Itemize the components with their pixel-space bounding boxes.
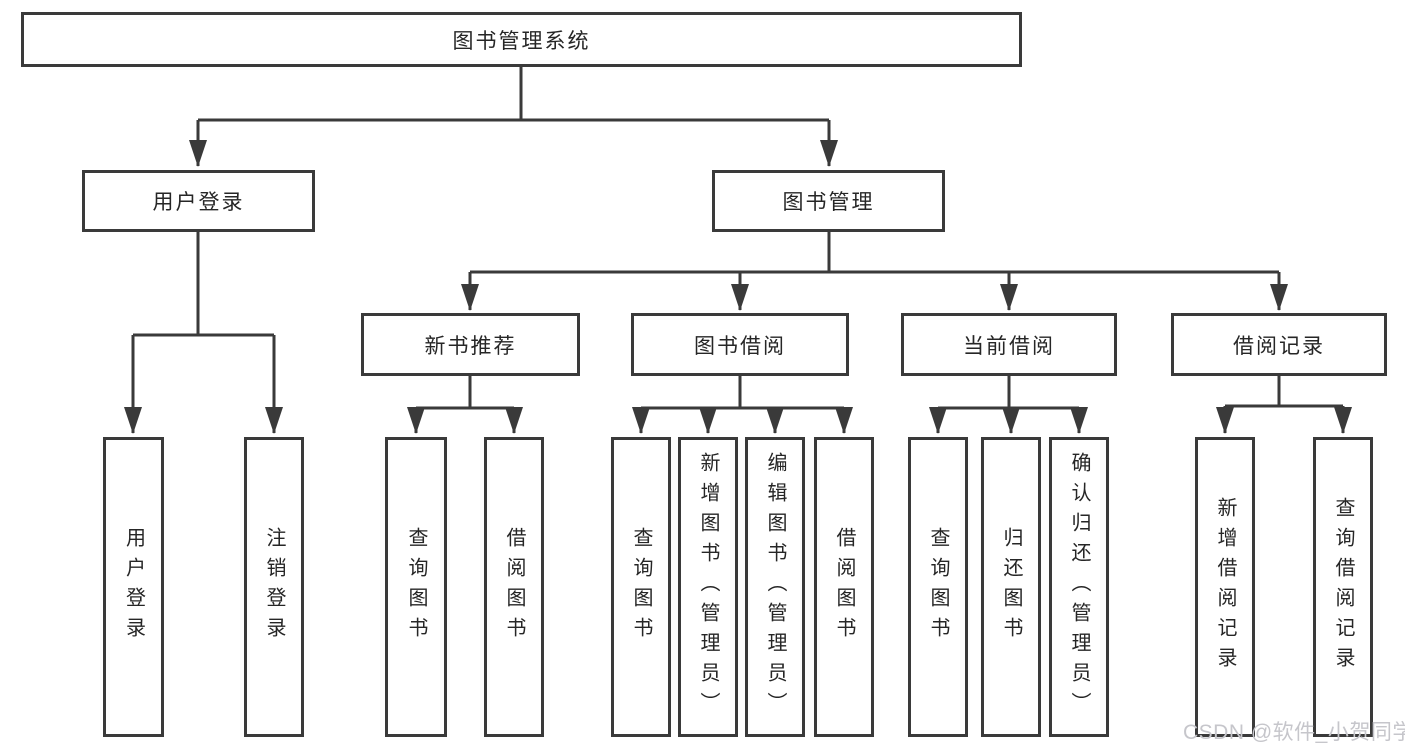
leaf-borrow-books-recommend: 借阅图书 bbox=[484, 437, 544, 737]
node-book-borrowing: 图书借阅 bbox=[631, 313, 849, 376]
leaf-borrow-books-borrowing: 借阅图书 bbox=[814, 437, 874, 737]
node-borrowing-records: 借阅记录 bbox=[1171, 313, 1387, 376]
leaf-confirm-return-admin: 确认归还（管理员） bbox=[1049, 437, 1109, 737]
leaf-user-login: 用户登录 bbox=[103, 437, 164, 737]
leaf-add-books-admin: 新增图书（管理员） bbox=[678, 437, 738, 737]
leaf-add-borrow-record-label: 新增借阅记录 bbox=[1214, 497, 1236, 677]
connector-book-management-children bbox=[461, 231, 1288, 311]
leaf-query-books-current: 查询图书 bbox=[908, 437, 968, 737]
leaf-query-books-recommend: 查询图书 bbox=[385, 437, 447, 737]
leaf-return-books-label: 归还图书 bbox=[1000, 527, 1022, 647]
leaf-query-borrow-record-label: 查询借阅记录 bbox=[1332, 497, 1354, 677]
connector-user-login-children bbox=[124, 231, 283, 434]
leaf-query-books-recommend-label: 查询图书 bbox=[405, 527, 427, 647]
node-user-login: 用户登录 bbox=[82, 170, 315, 232]
leaf-query-books-current-label: 查询图书 bbox=[927, 527, 949, 647]
node-new-book-recommend: 新书推荐 bbox=[361, 313, 580, 376]
leaf-logout-label: 注销登录 bbox=[263, 527, 285, 647]
leaf-query-borrow-record: 查询借阅记录 bbox=[1313, 437, 1373, 737]
leaf-query-books-borrowing: 查询图书 bbox=[611, 437, 671, 737]
node-book-management: 图书管理 bbox=[712, 170, 945, 232]
node-current-borrowing: 当前借阅 bbox=[901, 313, 1117, 376]
leaf-edit-books-admin-label: 编辑图书（管理员） bbox=[764, 452, 786, 722]
leaf-confirm-return-admin-label: 确认归还（管理员） bbox=[1068, 452, 1090, 722]
connector-borrowing-records-children bbox=[1216, 375, 1352, 434]
leaf-add-books-admin-label: 新增图书（管理员） bbox=[697, 452, 719, 722]
leaf-edit-books-admin: 编辑图书（管理员） bbox=[745, 437, 805, 737]
leaf-query-books-borrowing-label: 查询图书 bbox=[630, 527, 652, 647]
connector-root-to-level2 bbox=[189, 66, 838, 167]
connector-new-book-recommend-children bbox=[407, 375, 523, 434]
csdn-watermark: CSDN @软件_小贺同学 bbox=[1183, 721, 1405, 744]
leaf-user-login-label: 用户登录 bbox=[122, 527, 145, 647]
leaf-return-books: 归还图书 bbox=[981, 437, 1041, 737]
leaf-logout: 注销登录 bbox=[244, 437, 304, 737]
connector-book-borrowing-children bbox=[632, 375, 853, 434]
leaf-add-borrow-record: 新增借阅记录 bbox=[1195, 437, 1255, 737]
leaf-borrow-books-recommend-label: 借阅图书 bbox=[503, 527, 525, 647]
node-library-management-system: 图书管理系统 bbox=[21, 12, 1022, 67]
connector-current-borrowing-children bbox=[929, 375, 1088, 434]
leaf-borrow-books-borrowing-label: 借阅图书 bbox=[833, 527, 855, 647]
